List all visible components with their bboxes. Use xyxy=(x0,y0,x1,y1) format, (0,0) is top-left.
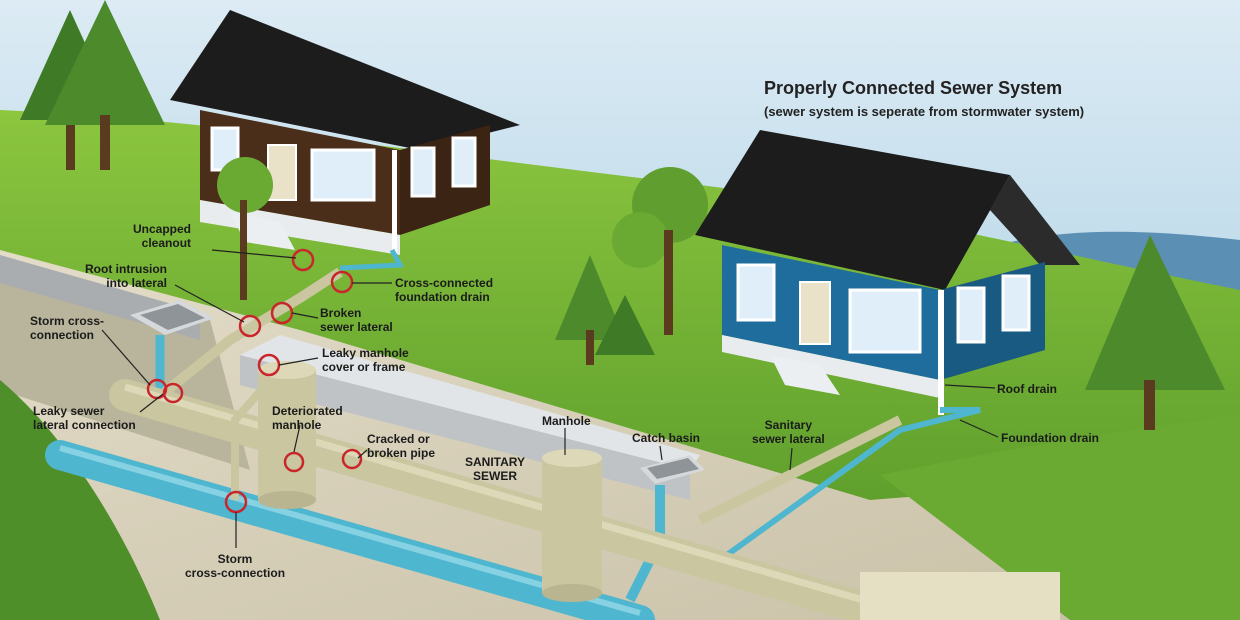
pine-tree-middle xyxy=(555,255,655,365)
diagram-title: Properly Connected Sewer System xyxy=(764,78,1063,98)
label-manhole: Manhole xyxy=(542,414,591,428)
sanitary-lateral-right xyxy=(697,415,903,525)
roof-drain-pipe xyxy=(718,407,981,563)
pine-tree-right xyxy=(1085,235,1225,430)
left-grass-slope xyxy=(0,380,160,620)
label-uncapped-cleanout: Uncapped cleanout xyxy=(133,222,192,250)
label-leaky-sewer-lateral: Leaky sewer lateral connection xyxy=(33,404,136,432)
catch-basin-left xyxy=(130,300,215,335)
catch-basin-right xyxy=(640,455,705,484)
sanitary-lateral-left xyxy=(161,267,343,396)
label-sanitary-sewer-lateral: Sanitary sewer lateral xyxy=(752,418,825,446)
manhole-main xyxy=(542,449,602,602)
round-tree-middle xyxy=(612,167,708,335)
label-roof-drain: Roof drain xyxy=(997,382,1057,396)
label-foundation-drain: Foundation drain xyxy=(1001,431,1099,445)
blue-house xyxy=(695,130,1080,415)
concrete-block xyxy=(860,572,1060,620)
label-deteriorated-manhole: Deteriorated manhole xyxy=(272,404,343,432)
round-tree-brown-house xyxy=(217,157,273,300)
leader-lines xyxy=(101,249,999,548)
label-storm-cross-connection-top: Storm cross- connection xyxy=(30,314,105,342)
street-top xyxy=(240,335,700,470)
label-root-intrusion: Root intrusion into lateral xyxy=(85,262,167,290)
label-catch-basin: Catch basin xyxy=(632,431,701,445)
label-sanitary-sewer: SANITARY SEWER xyxy=(465,455,525,483)
label-leaky-manhole-cover: Leaky manhole cover or frame xyxy=(322,346,409,374)
pine-tree-left-2 xyxy=(45,0,165,170)
sanitary-main-pipe xyxy=(109,379,886,620)
right-grass-slope xyxy=(880,415,1240,620)
label-cracked-pipe: Cracked or broken pipe xyxy=(367,432,436,460)
diagram-subtitle: (sewer system is seperate from stormwate… xyxy=(764,104,1085,119)
label-broken-sewer-lateral: Broken sewer lateral xyxy=(320,306,393,334)
label-storm-cross-connection-bottom: Storm cross-connection xyxy=(185,552,286,580)
label-cross-connected-drain: Cross-connected foundation drain xyxy=(395,276,494,304)
brown-roof-drain xyxy=(339,248,405,271)
manhole-deteriorated xyxy=(258,361,316,509)
